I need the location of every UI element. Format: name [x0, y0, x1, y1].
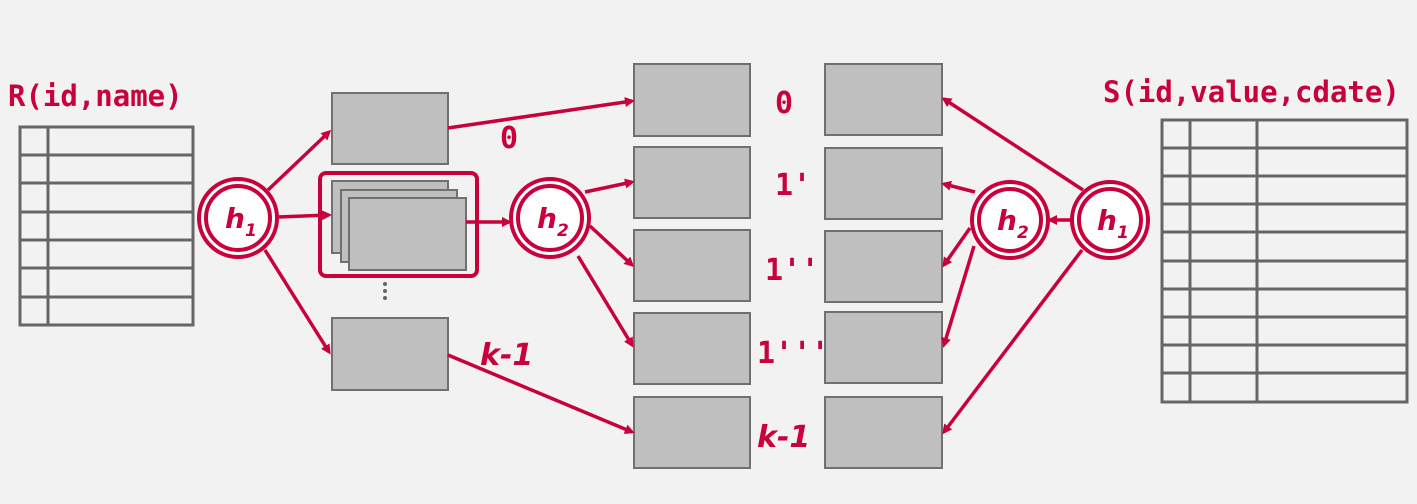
partition-label: 1'' [765, 253, 819, 288]
svg-text:h1: h1 [1097, 204, 1129, 243]
partition-left-k-1 [331, 317, 449, 391]
left-partition-label: k-1 [480, 338, 533, 373]
hash-function-h1-right: h1 [1070, 180, 1150, 260]
partition-r-k-1 [633, 396, 751, 469]
partition-label: 1''' [757, 336, 829, 371]
svg-text:h2: h2 [997, 204, 1029, 243]
ellipsis-dots [383, 282, 387, 300]
hash-function-h2-right: h2 [970, 180, 1050, 260]
partition-label: k-1 [757, 420, 810, 455]
right-table-title: S(id,value,cdate) [1103, 75, 1400, 109]
hash-function-h1-left: h1 [197, 177, 279, 259]
partition-r-1p [633, 146, 751, 219]
overflow-partition-group [318, 171, 479, 278]
left-table [18, 125, 195, 327]
right-table [1160, 118, 1409, 404]
partition-s-0 [824, 63, 943, 136]
partition-s-k-1 [824, 396, 943, 469]
partition-r-0 [633, 63, 751, 137]
overflow-partition [348, 197, 467, 271]
partition-label: 0 [775, 86, 793, 121]
svg-text:h2: h2 [537, 202, 569, 241]
partition-s-1p [824, 147, 943, 220]
partition-s-1pp [824, 230, 943, 303]
partition-s-1ppp [824, 311, 943, 384]
left-table-title: R(id,name) [8, 79, 183, 113]
arrows [263, 97, 1084, 435]
svg-text:h1: h1 [225, 202, 257, 241]
left-partition-label: 0 [500, 121, 518, 156]
partition-r-1pp [633, 229, 751, 302]
partition-left-0 [331, 92, 449, 165]
partition-label: 1' [775, 168, 811, 203]
hash-function-h2-left: h2 [509, 177, 591, 259]
partition-r-1ppp [633, 312, 751, 385]
